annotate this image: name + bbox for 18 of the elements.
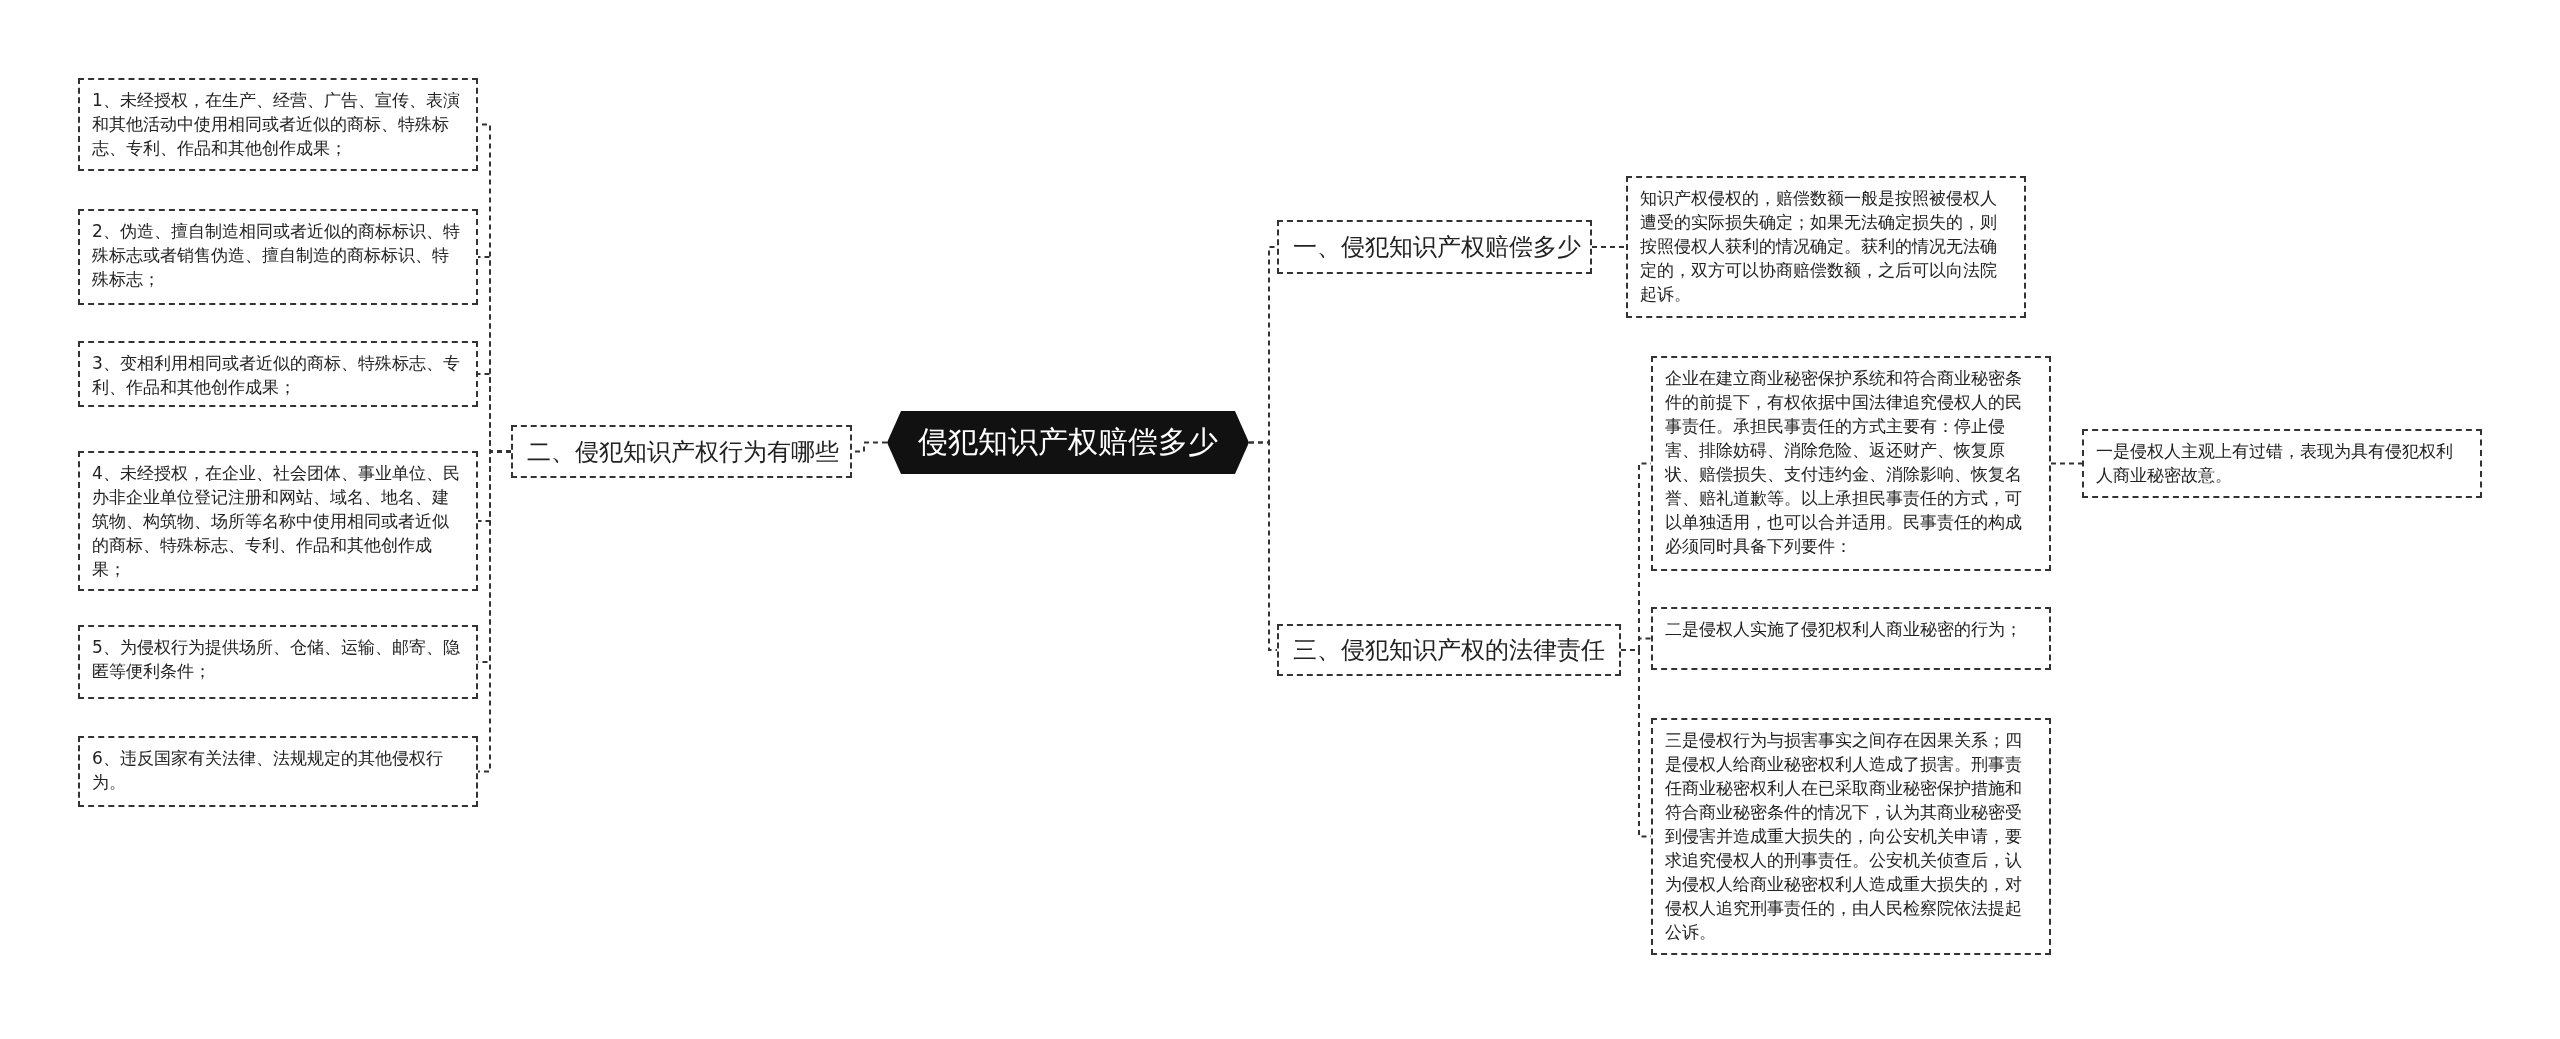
central-topic: 侵犯知识产权赔偿多少 [887, 411, 1249, 474]
note-box: 企业在建立商业秘密保护系统和符合商业秘密条件的前提下，有权依据中国法律追究侵权人的民事责任。承担民事责任的方式主要有：停止侵害、排除妨碍、消除危险、返还财产、恢复原状、赔偿损失、支付违约金、消除影响、恢复名誉、赔礼道歉等。以上承担民事责任的方式，可以单独适用，也可以合并适用。民事责任的构成必须同时具备下列要件： [1651, 356, 2051, 571]
note-box: 3、变相利用相同或者近似的商标、特殊标志、专利、作品和其他创作成果； [78, 341, 478, 407]
branch-box: 二、侵犯知识产权行为有哪些 [511, 425, 852, 478]
connector-line [1591, 246, 1627, 248]
branch-box: 一、侵犯知识产权赔偿多少 [1277, 220, 1592, 274]
note-box: 一是侵权人主观上有过错，表现为具有侵犯权利人商业秘密故意。 [2082, 429, 2482, 498]
note-box: 4、未经授权，在企业、社会团体、事业单位、民办非企业单位登记注册和网站、域名、地名、建筑物、构筑物、场所等名称中使用相同或者近似的商标、特殊标志、专利、作品和其他创作成果； [78, 451, 478, 591]
connector-line [1248, 441, 1278, 651]
note-box: 三是侵权行为与损害事实之间存在因果关系；四是侵权人给商业秘密权利人造成了损害。刑事责任商业秘密权利人在已采取商业秘密保护措施和符合商业秘密条件的情况下，认为其商业秘密受到侵害并造成重大损失的，向公安机关申请，要求追究侵权人的刑事责任。公安机关侦查后，认为侵权人给商业秘密权利人造成重大损失的，对侵权人追究刑事责任的，由人民检察院依法提起公诉。 [1651, 718, 2051, 955]
note-box: 2、伪造、擅自制造相同或者近似的商标标识、特殊标志或者销售伪造、擅自制造的商标标识、特殊标志； [78, 209, 478, 305]
note-box: 知识产权侵权的，赔偿数额一般是按照被侵权人遭受的实际损失确定；如果无法确定损失的，则按照侵权人获利的情况确定。获利的情况无法确定的，双方可以协商赔偿数额，之后可以向法院起诉。 [1626, 176, 2026, 318]
note-box: 1、未经授权，在生产、经营、广告、宣传、表演和其他活动中使用相同或者近似的商标、特殊标志、专利、作品和其他创作成果； [78, 78, 478, 171]
note-box: 6、违反国家有关法律、法规规定的其他侵权行为。 [78, 736, 478, 807]
note-box: 5、为侵权行为提供场所、仓储、运输、邮寄、隐匿等便利条件； [78, 625, 478, 699]
connector-line [2050, 462, 2083, 465]
branch-box: 三、侵犯知识产权的法律责任 [1277, 624, 1621, 676]
note-box: 二是侵权人实施了侵犯权利人商业秘密的行为； [1651, 607, 2051, 670]
